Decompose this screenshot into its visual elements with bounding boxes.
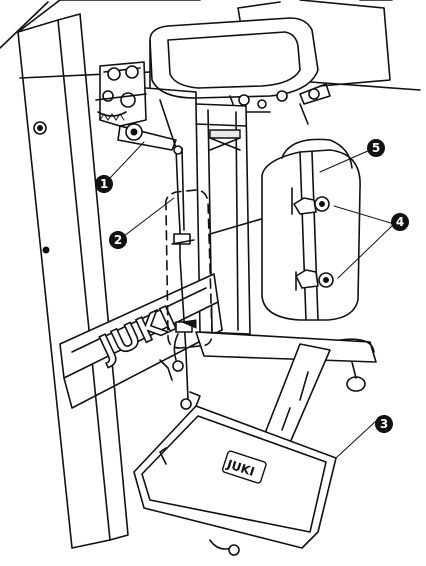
callout-3-number: 3 xyxy=(380,417,388,431)
oil-pan xyxy=(149,1,319,99)
rod-joints xyxy=(171,233,197,372)
juki-rail xyxy=(59,273,223,409)
oil-pan-linkage xyxy=(229,83,331,125)
leader-lines xyxy=(109,141,395,459)
callout-1-number: 1 xyxy=(100,177,108,191)
callout-4: 4 xyxy=(391,213,409,231)
connecting-rod xyxy=(173,145,189,401)
callout-1: 1 xyxy=(95,175,113,193)
stand-base xyxy=(159,331,377,453)
pedal-logo: JUKI xyxy=(221,450,267,484)
callout-3: 3 xyxy=(375,415,393,433)
callout-5: 5 xyxy=(367,139,385,157)
callout-2-number: 2 xyxy=(114,233,122,247)
callout-2: 2 xyxy=(109,231,127,249)
callout-4-number: 4 xyxy=(396,215,404,229)
linkage-bracket xyxy=(95,61,197,151)
callout-5-number: 5 xyxy=(372,141,380,155)
pedal xyxy=(133,391,337,556)
detail-bubble xyxy=(261,138,361,321)
highlight-dashed-box xyxy=(164,189,213,349)
left-table-leg xyxy=(0,0,129,549)
